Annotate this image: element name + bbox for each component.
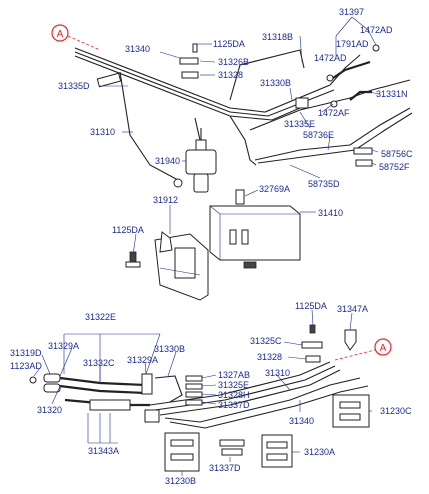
label-31320: 31320 bbox=[37, 405, 62, 415]
label-58735d: 58735D bbox=[308, 179, 340, 189]
svg-text:A: A bbox=[380, 343, 387, 354]
label-58736e: 58736E bbox=[303, 130, 334, 140]
label-31319d: 31319D bbox=[10, 348, 42, 358]
label-31340-top: 31340 bbox=[125, 44, 150, 54]
label-31337d-b: 31337D bbox=[209, 463, 241, 473]
label-1125da-bottom: 1125DA bbox=[295, 301, 327, 311]
label-31335e: 31335E bbox=[284, 119, 315, 129]
clip-31337d bbox=[219, 439, 245, 456]
bottom-pipe-bundle bbox=[59, 361, 369, 429]
marker-a-top: A bbox=[51, 24, 101, 51]
label-1791ad: 1791AD bbox=[336, 39, 369, 49]
label-31322e: 31322E bbox=[85, 312, 116, 322]
label-31230c: 31230C bbox=[380, 406, 412, 416]
label-31330b-bottom: 31330B bbox=[154, 344, 185, 354]
label-31328h: 31328H bbox=[218, 390, 250, 400]
label-31335d: 31335D bbox=[58, 81, 90, 91]
label-1472af: 1472AF bbox=[318, 108, 350, 118]
label-31340-bottom: 31340 bbox=[289, 416, 314, 426]
label-31329a-a: 31329A bbox=[48, 341, 79, 351]
leader-lines bbox=[33, 16, 381, 476]
label-31397: 31397 bbox=[339, 7, 364, 17]
clip-box-31230a bbox=[261, 434, 293, 468]
bottom-fittings bbox=[29, 324, 357, 423]
label-31310-top: 31310 bbox=[90, 127, 115, 137]
label-31325e: 31325E bbox=[218, 380, 249, 390]
label-32769a: 32769A bbox=[259, 184, 290, 194]
label-1327ab: 1327AB bbox=[218, 370, 250, 380]
label-31347a: 31347A bbox=[337, 304, 368, 314]
label-31328-bottom: 31328 bbox=[257, 352, 282, 362]
label-31912: 31912 bbox=[153, 195, 178, 205]
clip-box-31230b bbox=[164, 432, 200, 472]
label-31230a: 31230A bbox=[304, 447, 335, 457]
label-1472ad-a: 1472AD bbox=[360, 25, 393, 35]
label-31325c: 31325C bbox=[250, 336, 282, 346]
label-31332c: 31332C bbox=[83, 358, 115, 368]
label-1123ad: 1123AD bbox=[10, 361, 42, 371]
marker-a-bottom: A bbox=[334, 338, 392, 361]
label-58756c: 58756C bbox=[381, 149, 413, 159]
label-31328-top: 31328 bbox=[218, 70, 243, 80]
label-31318b: 31318B bbox=[262, 32, 293, 42]
label-31331n: 31331N bbox=[376, 89, 408, 99]
svg-text:A: A bbox=[57, 29, 64, 40]
label-31230b: 31230B bbox=[165, 476, 196, 486]
label-31310-bottom: 31310 bbox=[265, 368, 290, 378]
label-31343a: 31343A bbox=[88, 446, 119, 456]
label-58752f: 58752F bbox=[379, 162, 410, 172]
label-31330b-top: 31330B bbox=[260, 78, 291, 88]
label-31940: 31940 bbox=[155, 156, 180, 166]
label-31337d-a: 31337D bbox=[218, 400, 250, 410]
canister-bracket bbox=[125, 231, 209, 301]
label-31329a-b: 31329A bbox=[127, 355, 158, 365]
label-1125da-mid: 1125DA bbox=[112, 225, 144, 235]
label-1125da-top: 1125DA bbox=[213, 39, 245, 49]
clip-box-31230c bbox=[332, 394, 370, 428]
top-part-labels: 31397 1472AD 1791AD 1472AD 31340 1125DA … bbox=[58, 7, 413, 235]
label-1472ad-b: 1472AD bbox=[314, 53, 347, 63]
bottom-part-labels: 31322E 1125DA 31347A 31319D 31329A 31325… bbox=[10, 301, 412, 486]
charcoal-canister bbox=[209, 189, 301, 269]
fuel-filter bbox=[185, 128, 217, 193]
label-31326b: 31326B bbox=[218, 57, 249, 67]
top-fittings bbox=[96, 43, 380, 188]
label-31410: 31410 bbox=[318, 208, 343, 218]
